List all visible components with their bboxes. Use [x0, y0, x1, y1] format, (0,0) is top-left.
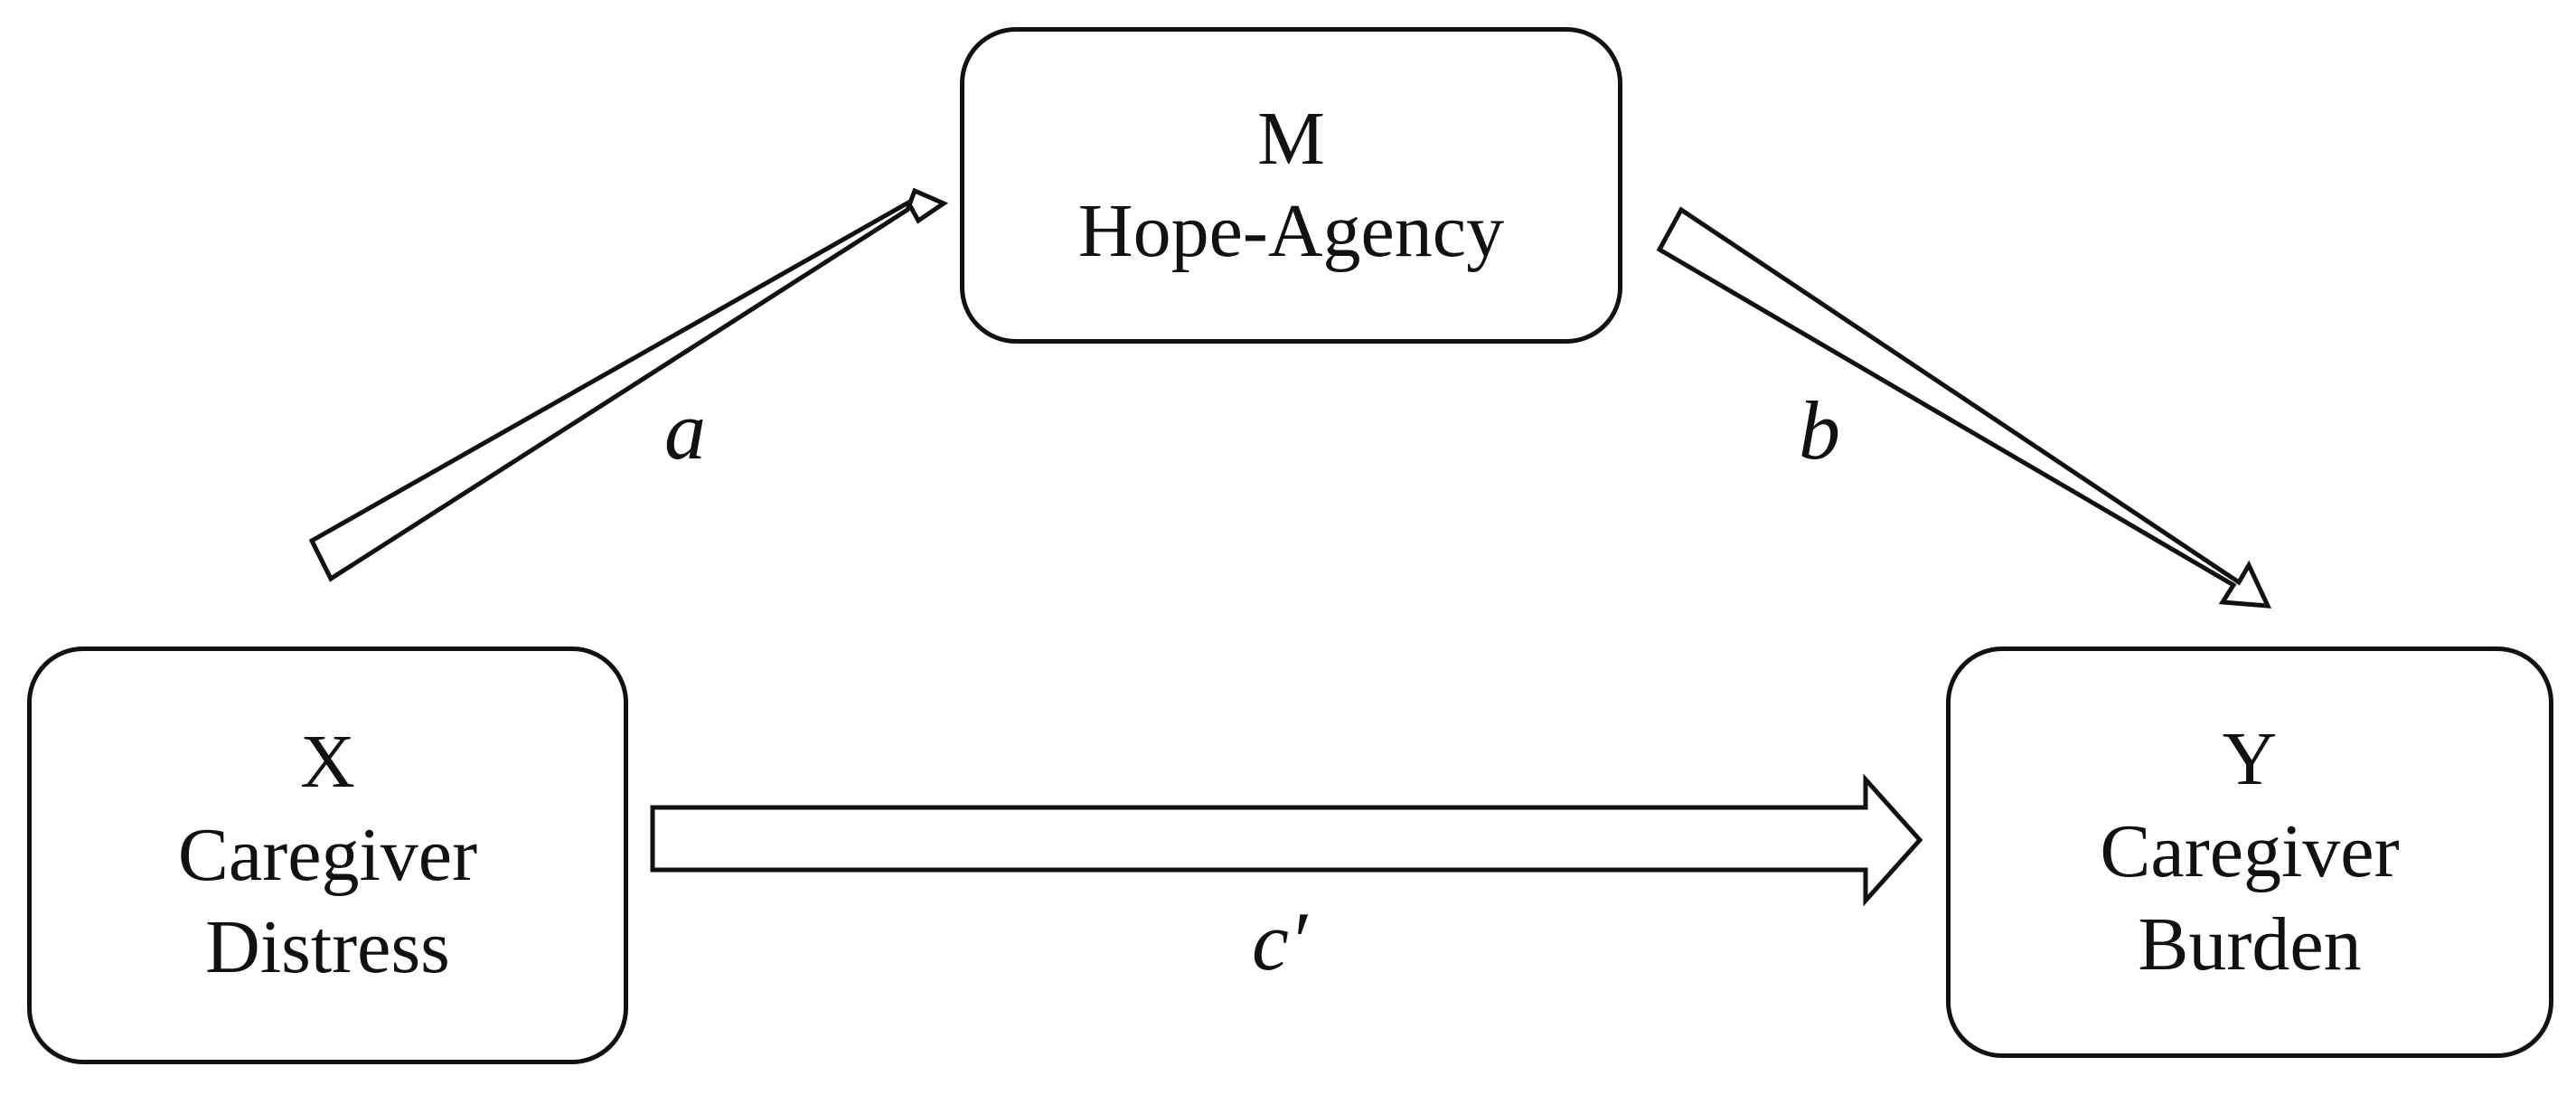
outcome-label-line-1: Caregiver	[2100, 809, 2400, 894]
arrow-b-m-to-y	[1656, 206, 2272, 609]
outcome-label-line-2: Burden	[2138, 901, 2362, 986]
mediator-box: M Hope-Agency	[960, 27, 1622, 344]
predictor-label-line-1: Caregiver	[177, 812, 478, 897]
path-label-a: a	[664, 384, 706, 477]
predictor-letter: X	[300, 720, 355, 805]
predictor-box: X Caregiver Distress	[27, 647, 628, 1064]
path-label-b: b	[1799, 384, 1840, 477]
path-label-c-prime: c′	[1252, 895, 1307, 987]
arrow-a-x-to-m	[308, 187, 949, 582]
mediator-letter: M	[1257, 96, 1325, 181]
outcome-letter: Y	[2222, 716, 2278, 801]
predictor-label-line-2: Distress	[205, 905, 450, 990]
arrow-c-prime-x-to-y	[650, 773, 1923, 907]
mediator-label: Hope-Agency	[1077, 189, 1505, 273]
outcome-box: Y Caregiver Burden	[1946, 647, 2553, 1058]
